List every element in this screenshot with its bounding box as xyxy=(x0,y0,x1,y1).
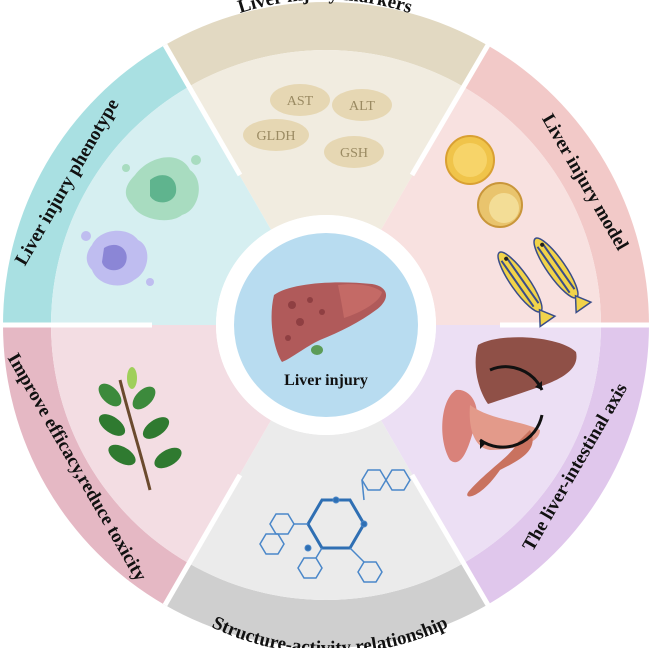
zebrafish-eggs-icon xyxy=(445,135,593,328)
zebrafish-icon xyxy=(497,251,557,328)
liver-intestine-cycle-icon xyxy=(442,337,577,497)
center-label: Liver injury xyxy=(284,372,368,389)
marker-gldh: GLDH xyxy=(257,129,296,144)
herb-branch-icon xyxy=(98,367,182,491)
liver-icon xyxy=(271,282,387,362)
wedge-inner-sar xyxy=(188,420,464,600)
wedge-outer-model xyxy=(463,45,649,325)
wedge-outer-markers xyxy=(164,2,488,87)
dividers xyxy=(2,43,650,607)
marker-ast: AST xyxy=(287,94,314,109)
marker-alt: ALT xyxy=(349,99,375,114)
wedge-outer-axis xyxy=(463,325,649,605)
wedge-outer-efficacy xyxy=(3,325,189,605)
wedge-outer-phenotype xyxy=(3,45,189,325)
cells-icon xyxy=(81,155,201,286)
marker-gsh: GSH xyxy=(340,146,368,161)
wedge-inner-markers xyxy=(188,50,464,230)
wedge-outer-sar xyxy=(164,563,488,648)
molecule-hexagons-icon xyxy=(259,469,411,583)
zebrafish-icon xyxy=(533,237,593,314)
marker-ovals: AST ALT GLDH GSH xyxy=(243,84,392,168)
